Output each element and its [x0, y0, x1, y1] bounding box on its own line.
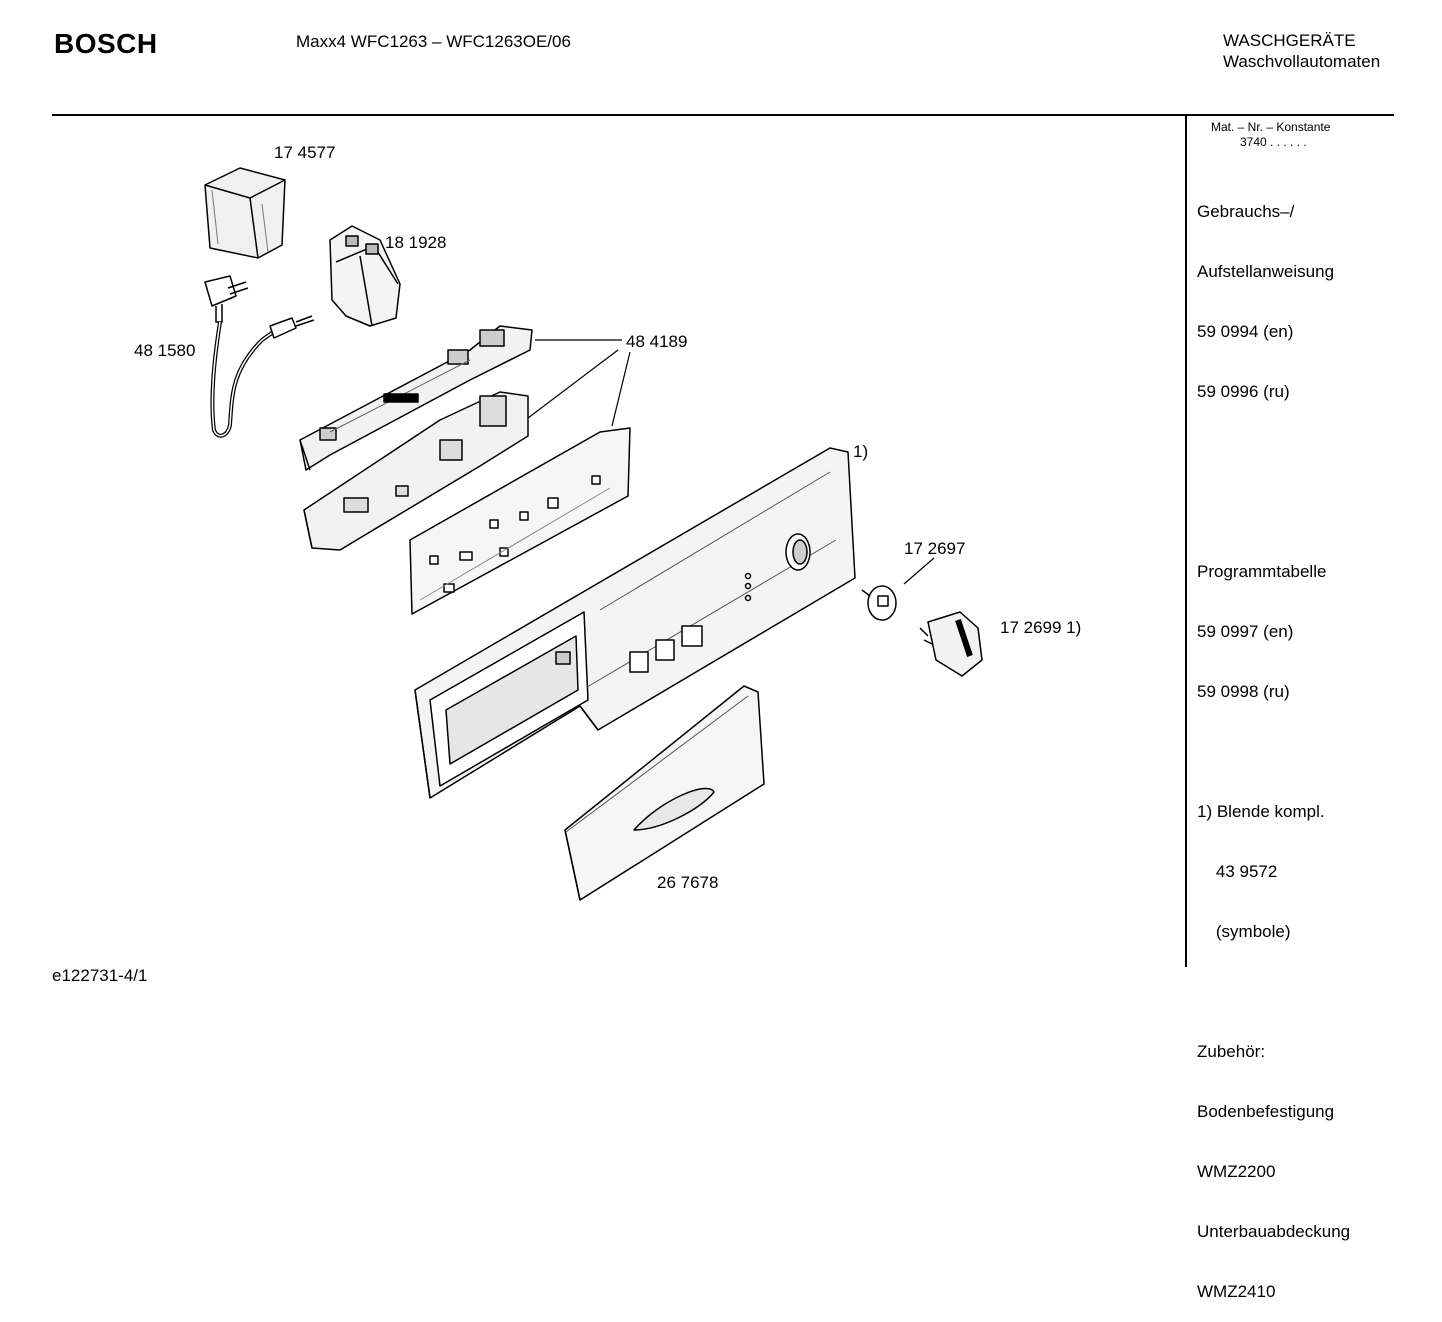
category-subtitle: Waschvollautomaten — [1223, 52, 1381, 71]
model-title: Maxx4 WFC1263 – WFC1263OE/06 — [296, 32, 571, 51]
part-label-181928: 18 1928 — [385, 233, 446, 252]
part-control-panel — [414, 447, 856, 799]
part-knob-insert — [861, 585, 897, 621]
sidebar-line: Zubehör: — [1197, 1042, 1266, 1061]
document-code: e122731-4/1 — [52, 966, 148, 985]
sidebar-line: Bodenbefestigung — [1197, 1102, 1335, 1121]
part-module-bracket — [299, 325, 533, 471]
part-label-174577: 17 4577 — [274, 143, 335, 162]
part-module-frame — [303, 391, 529, 551]
mat-number-header: Mat. – Nr. – Konstante — [1211, 120, 1331, 134]
sidebar-line: Programmtabelle — [1197, 562, 1327, 581]
sidebar-line: 59 0996 (ru) — [1197, 382, 1290, 401]
sidebar-line: 59 0997 (en) — [1197, 622, 1294, 641]
sidebar-line: 1) Blende kompl. — [1197, 802, 1325, 821]
part-label-484189: 48 4189 — [626, 332, 687, 351]
part-circuit-board — [409, 427, 631, 615]
sidebar-notes: Gebrauchs–/ Aufstellanweisung 59 0994 (e… — [1197, 162, 1350, 1322]
sidebar-line: 59 0994 (en) — [1197, 322, 1294, 341]
mat-number-value: 3740 . . . . . . — [1240, 135, 1307, 149]
sidebar-line — [1197, 742, 1350, 762]
part-cap — [204, 167, 286, 259]
leader-lines — [527, 339, 935, 585]
category-title: WASCHGERÄTE — [1223, 31, 1356, 50]
sidebar-line: Gebrauchs–/ — [1197, 202, 1295, 221]
part-filter — [329, 225, 401, 327]
sidebar-line: WMZ2200 — [1197, 1162, 1276, 1181]
part-label-172697: 17 2697 — [904, 539, 965, 558]
part-knob — [919, 611, 983, 677]
sidebar-line — [1197, 982, 1350, 1002]
sidebar-line: 59 0998 (ru) — [1197, 682, 1290, 701]
sidebar-line: (symbole) — [1197, 922, 1291, 941]
sidebar-line: Aufstellanweisung — [1197, 262, 1335, 281]
sidebar-line: WMZ2410 — [1197, 1282, 1276, 1301]
part-detergent-drawer — [564, 685, 765, 901]
part-power-cord — [204, 275, 315, 438]
sidebar-divider — [1185, 116, 1187, 967]
part-label-267678: 26 7678 — [657, 873, 718, 892]
sidebar-line: 43 9572 — [1197, 862, 1278, 881]
sidebar-line — [1197, 502, 1350, 522]
exploded-view-diagram: 17 4577 18 1928 48 1580 48 4189 1) 17 26… — [134, 143, 1081, 901]
header-divider — [52, 114, 1394, 116]
part-label-blende: 1) — [853, 442, 868, 461]
part-label-481580: 48 1580 — [134, 341, 195, 360]
part-label-172699: 17 2699 1) — [1000, 618, 1081, 637]
sidebar-line — [1197, 442, 1350, 462]
brand-logo: BOSCH — [54, 28, 158, 59]
sidebar-line: Unterbauabdeckung — [1197, 1222, 1351, 1241]
